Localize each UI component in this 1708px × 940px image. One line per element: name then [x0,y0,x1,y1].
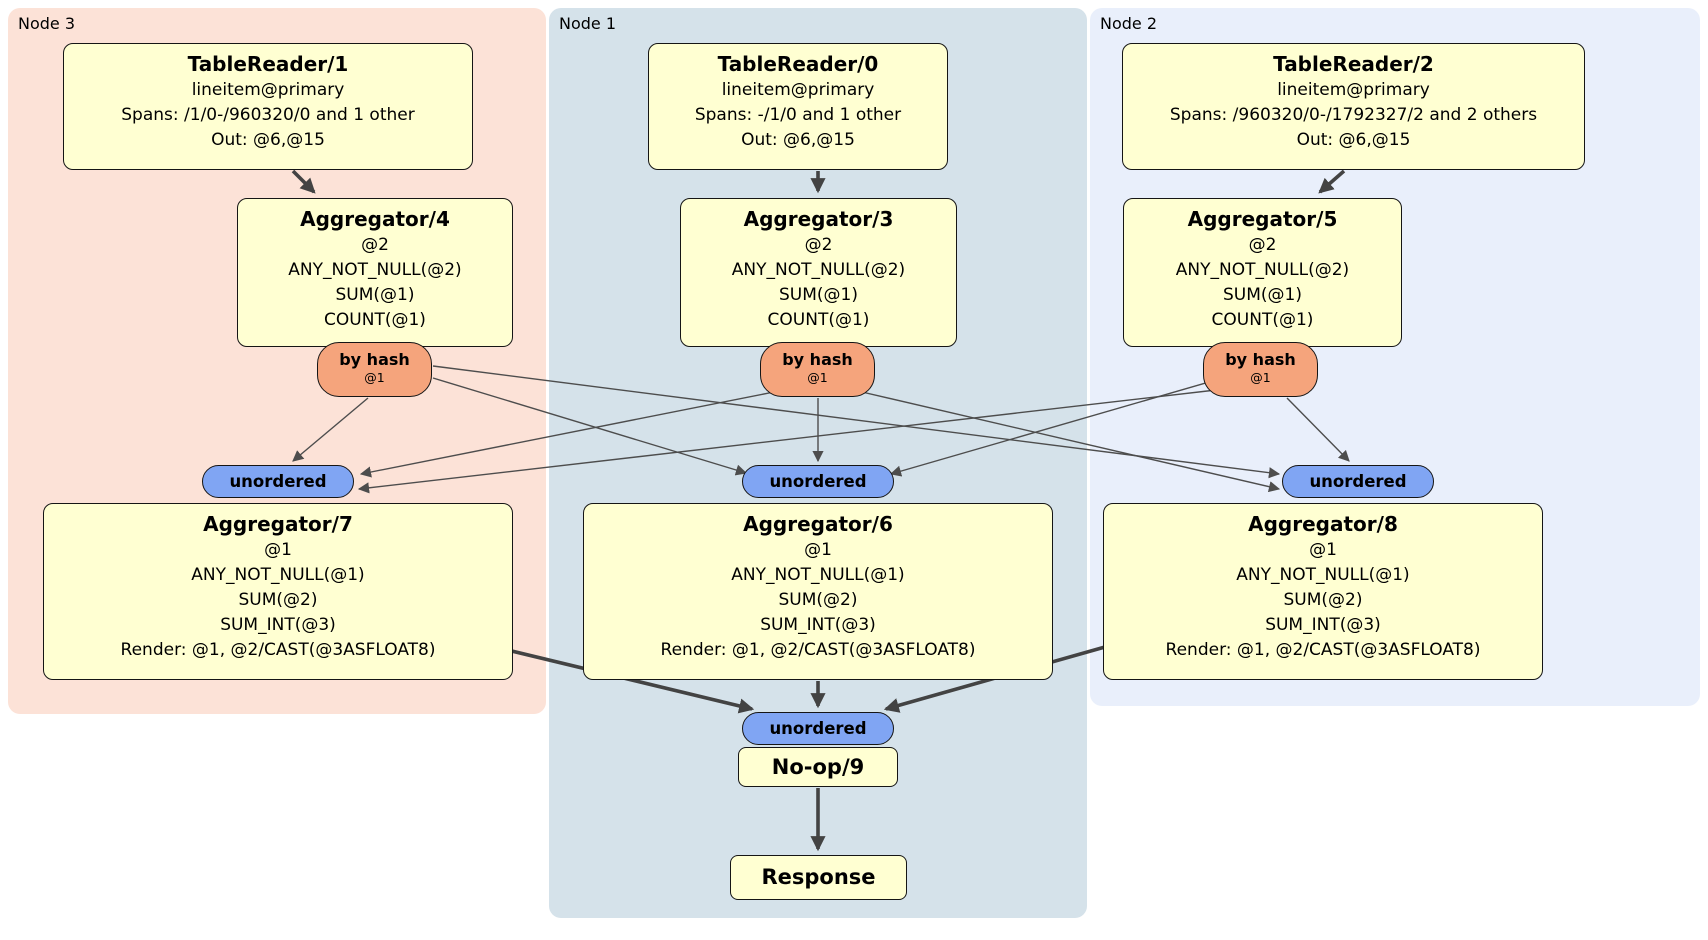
router-by-hash-label: by hash [782,350,853,369]
box-line: @2 [361,235,389,255]
box-line: ANY_NOT_NULL(@2) [731,260,906,280]
processor-box-aggregator-8: Aggregator/8 @1 ANY_NOT_NULL(@1) SUM(@2)… [1103,503,1543,680]
router-by-hash-center: by hash @1 [760,342,875,397]
box-line: Out: @6,@15 [1296,130,1411,150]
box-line: @1 [804,540,832,560]
box-title: TableReader/2 [1273,52,1434,76]
box-title: Aggregator/7 [203,512,353,536]
box-line: Out: @6,@15 [741,130,855,150]
box-line: COUNT(@1) [324,310,426,330]
box-line: SUM(@1) [779,285,858,305]
box-line: Spans: -/1/0 and 1 other [694,105,902,125]
box-line: ANY_NOT_NULL(@1) [1236,565,1410,585]
box-line: COUNT(@1) [767,310,870,330]
box-line: SUM(@2) [1283,590,1363,610]
router-by-hash-left: by hash @1 [317,342,432,397]
processor-box-tablereader-0: TableReader/0 lineitem@primary Spans: -/… [648,43,948,170]
box-line: Spans: /1/0-/960320/0 and 1 other [121,105,415,125]
box-line: ANY_NOT_NULL(@1) [731,565,905,585]
box-title: TableReader/1 [187,52,349,76]
box-line: SUM(@2) [238,590,318,610]
box-line: Render: @1, @2/CAST(@3ASFLOAT8) [1165,640,1481,660]
box-title: Aggregator/6 [743,512,893,536]
processor-box-aggregator-6: Aggregator/6 @1 ANY_NOT_NULL(@1) SUM(@2)… [583,503,1053,680]
router-by-hash-detail: @1 [364,370,385,385]
box-line: @2 [1248,235,1277,255]
box-title: Aggregator/4 [300,207,450,231]
box-line: Render: @1, @2/CAST(@3ASFLOAT8) [120,640,436,660]
box-line: @2 [804,235,833,255]
router-by-hash-detail: @1 [807,370,828,385]
box-line: Spans: /960320/0-/1792327/2 and 2 others [1169,105,1538,125]
router-by-hash-right: by hash @1 [1203,342,1318,397]
box-line: ANY_NOT_NULL(@2) [288,260,462,280]
sync-unordered-left: unordered [202,465,354,498]
processor-box-aggregator-5: Aggregator/5 @2 ANY_NOT_NULL(@2) SUM(@1)… [1123,198,1402,347]
processor-box-tablereader-1: TableReader/1 lineitem@primary Spans: /1… [63,43,473,170]
router-by-hash-label: by hash [1225,350,1296,369]
panel-node3-label: Node 3 [18,14,76,33]
sync-unordered-right: unordered [1282,465,1434,498]
box-line: @1 [1309,540,1337,560]
box-line: @1 [264,540,292,560]
box-line: ANY_NOT_NULL(@1) [191,565,365,585]
box-line: SUM_INT(@3) [760,615,876,635]
processor-box-aggregator-3: Aggregator/3 @2 ANY_NOT_NULL(@2) SUM(@1)… [680,198,957,347]
box-line: lineitem@primary [721,80,875,100]
box-line: SUM(@1) [335,285,415,305]
box-title: No-op/9 [771,755,865,779]
box-line: Out: @6,@15 [211,130,325,150]
router-by-hash-detail: @1 [1250,370,1271,385]
box-title: Response [761,865,876,889]
box-line: SUM_INT(@3) [220,615,336,635]
box-line: SUM(@2) [778,590,858,610]
box-title: Aggregator/5 [1187,207,1338,231]
sync-unordered-center: unordered [742,465,894,498]
box-title: TableReader/0 [717,52,879,76]
box-line: SUM(@1) [1223,285,1302,305]
router-by-hash-label: by hash [339,350,410,369]
processor-box-noop-9: No-op/9 [738,747,898,787]
box-line: ANY_NOT_NULL(@2) [1175,260,1350,280]
processor-box-aggregator-7: Aggregator/7 @1 ANY_NOT_NULL(@1) SUM(@2)… [43,503,513,680]
box-line: Render: @1, @2/CAST(@3ASFLOAT8) [660,640,976,660]
box-title: Aggregator/3 [743,207,894,231]
box-line: COUNT(@1) [1211,310,1314,330]
box-line: lineitem@primary [1277,80,1430,100]
sync-unordered-final: unordered [742,712,894,745]
box-line: SUM_INT(@3) [1265,615,1381,635]
processor-box-aggregator-4: Aggregator/4 @2 ANY_NOT_NULL(@2) SUM(@1)… [237,198,513,347]
box-title: Aggregator/8 [1248,512,1398,536]
panel-node1-label: Node 1 [559,14,617,33]
processor-box-tablereader-2: TableReader/2 lineitem@primary Spans: /9… [1122,43,1585,170]
processor-box-response: Response [730,855,907,900]
panel-node2-label: Node 2 [1100,14,1158,33]
box-line: lineitem@primary [191,80,345,100]
